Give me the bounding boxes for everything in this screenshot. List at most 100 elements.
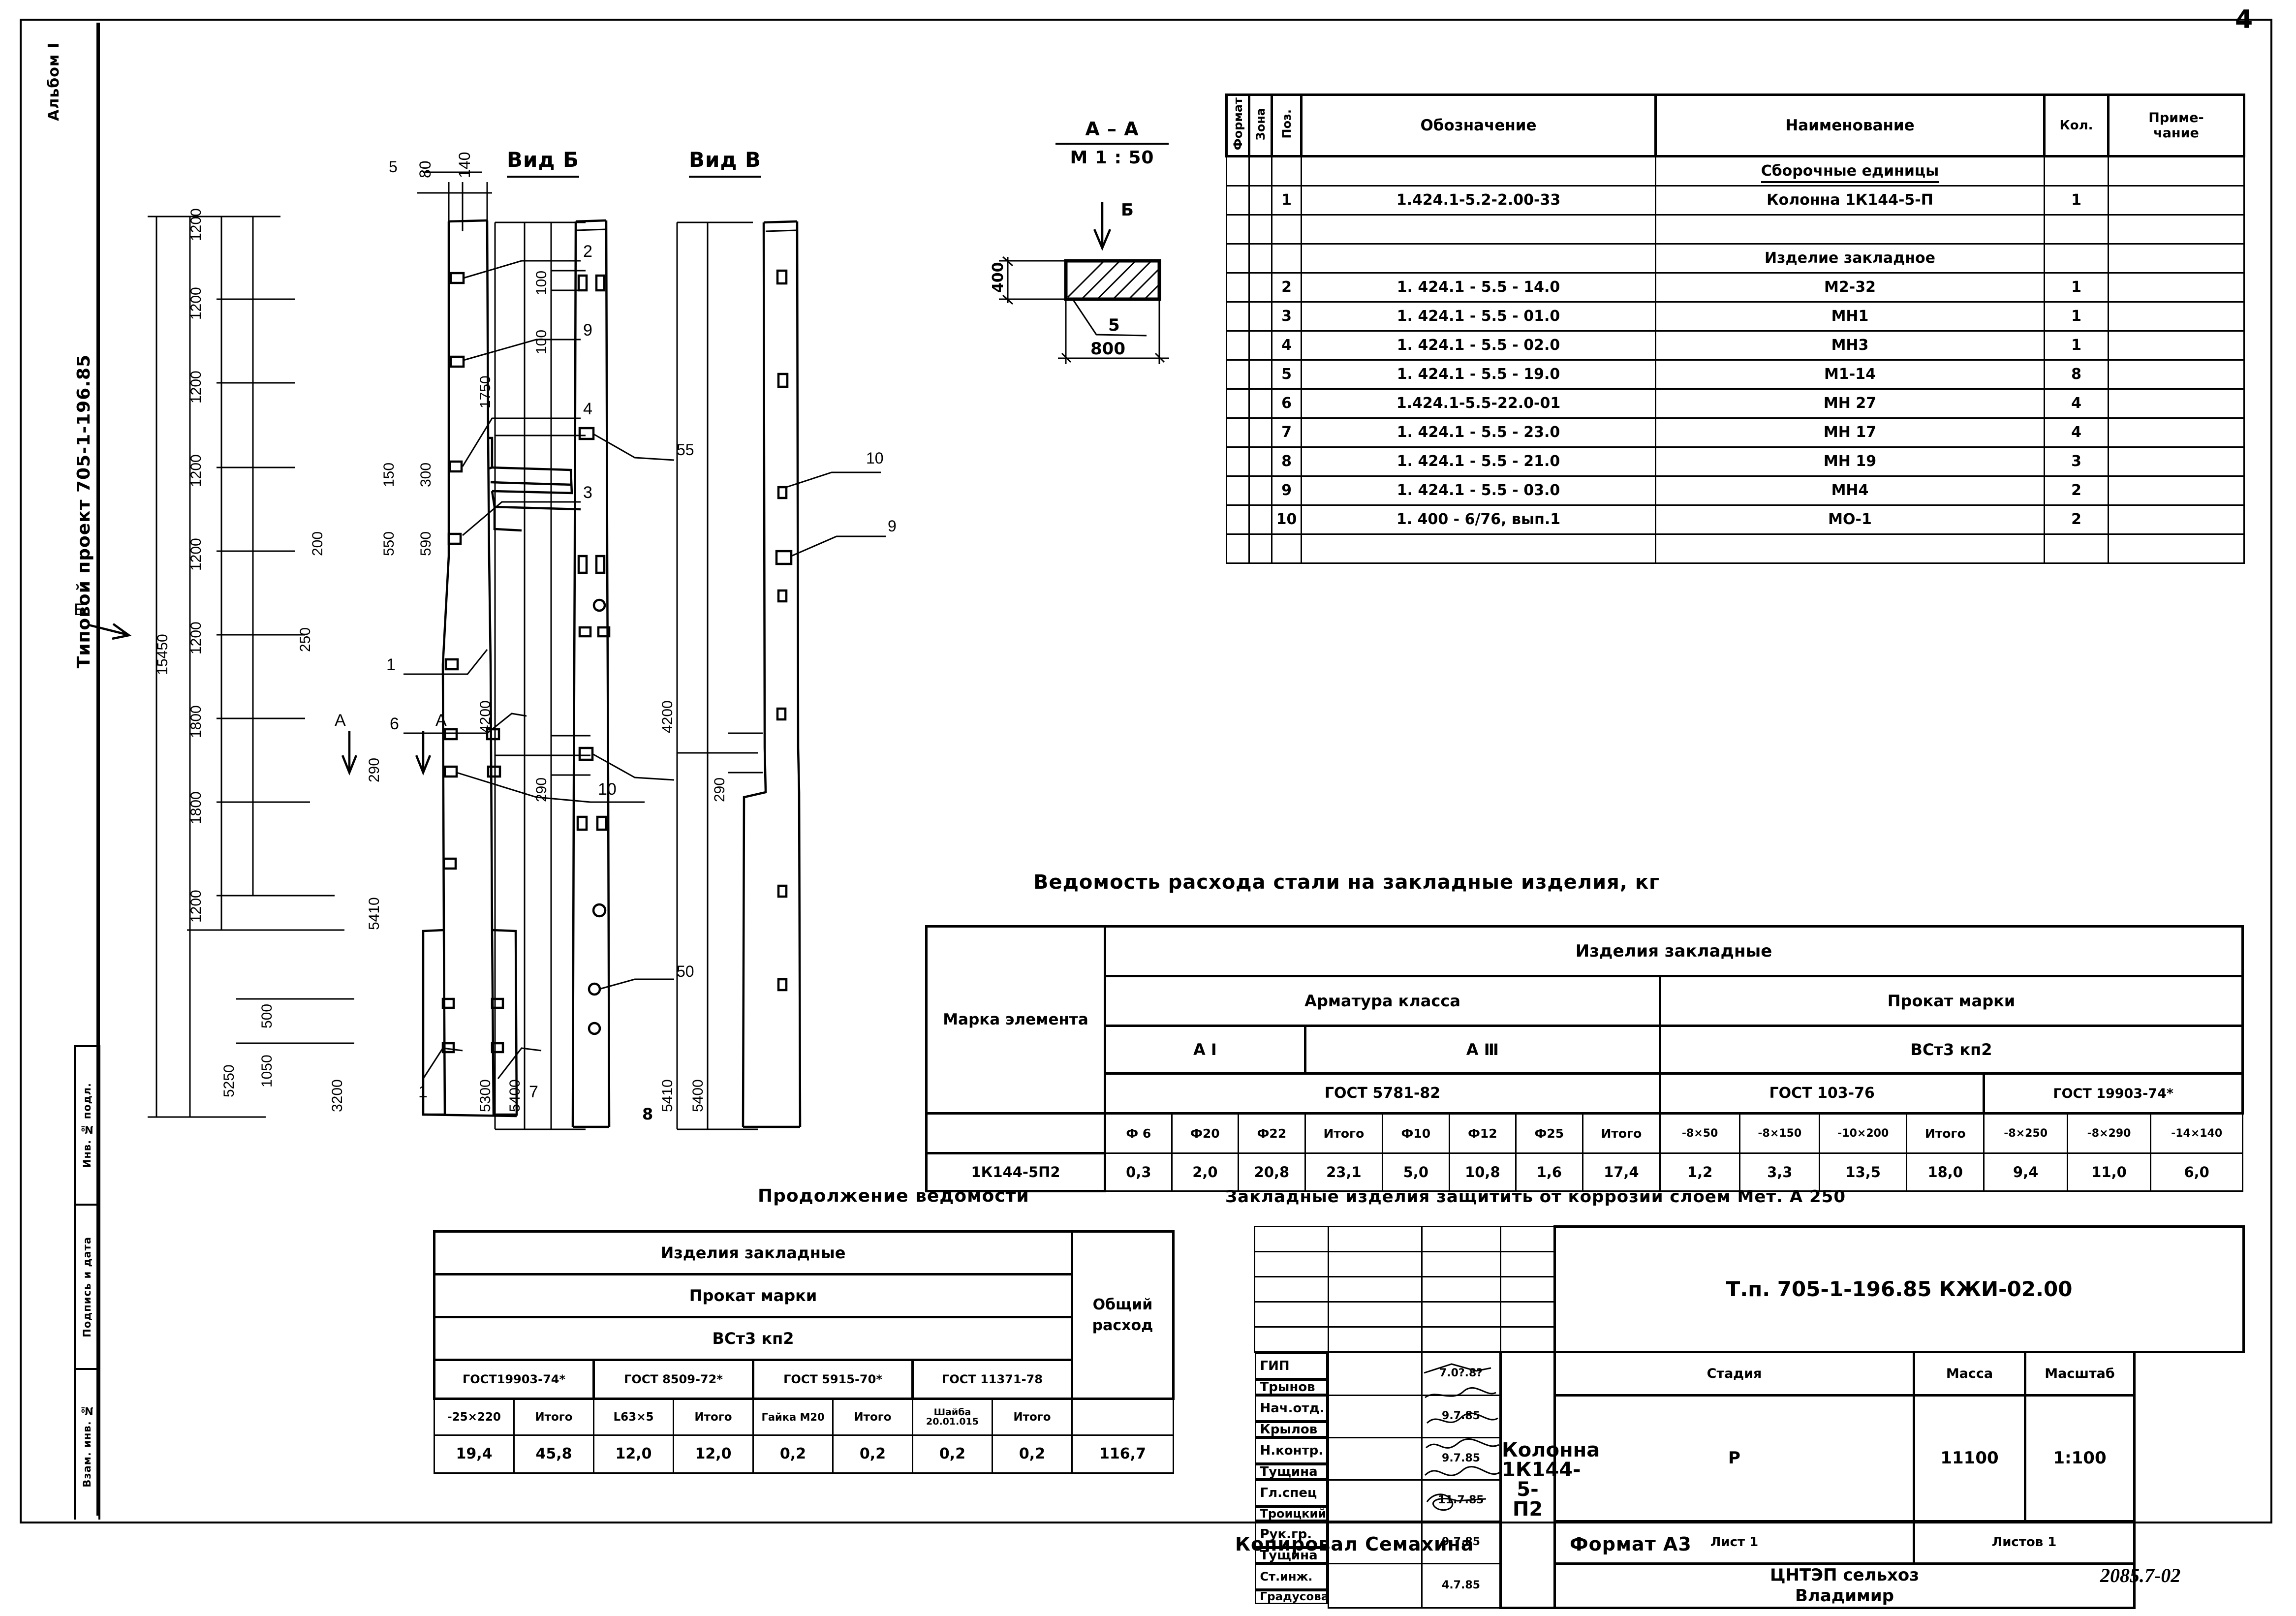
spec-cell-pos: 9 (1271, 475, 1302, 506)
svg-text:6: 6 (390, 715, 399, 733)
section-title-rule (1055, 143, 1169, 145)
tb-date-5: 4.7.85 (1421, 1562, 1501, 1609)
spec-cell-format (1226, 475, 1250, 506)
spec-group-label-2: Изделие закладное (1655, 243, 2045, 274)
svg-text:250: 250 (297, 627, 313, 652)
steel-class-row: А I А Ⅲ ВСт3 кп2 (927, 1025, 2244, 1075)
svg-text:5: 5 (389, 158, 398, 176)
svg-text:590: 590 (418, 531, 434, 556)
spec-cell-designation: 1. 424.1 - 5.5 - 02.0 (1301, 330, 1656, 361)
tb-signature-5 (1328, 1562, 1423, 1609)
cont-th-total: Общий расход (1071, 1230, 1175, 1400)
view-v-title: Вид В (689, 148, 761, 178)
section-scale: М 1 : 50 (1070, 148, 1154, 168)
spec-cell-pos: 6 (1271, 388, 1302, 419)
cont-val-6: 0,2 (912, 1434, 993, 1474)
table-row: 3 1. 424.1 - 5.5 - 01.0 МН1 1 (1226, 301, 2245, 332)
cont-th-rolled: Прокат марки (433, 1273, 1073, 1318)
svg-text:1200: 1200 (188, 890, 204, 923)
steel-val-1: 2,0 (1171, 1152, 1240, 1192)
tb-sheets-label: Листов 1 (1913, 1520, 2136, 1565)
cont-th-gost-3: ГОСТ 11371-78 (911, 1359, 1073, 1400)
steel-val-2: 20,8 (1238, 1152, 1306, 1192)
spec-cell-zone (1248, 359, 1272, 390)
tb-sign-row: Рук.гр. Тущина 9.7.85 Лист 1 Листов 1 (1254, 1520, 2244, 1565)
svg-text:9: 9 (583, 321, 592, 340)
spec-group-row-2: Изделие закладное (1226, 243, 2245, 274)
cont-col-6: Шайба 20.01.015 (912, 1398, 993, 1436)
spec-cell-zone (1248, 272, 1272, 303)
tb-scale-value: 1:100 (2024, 1394, 2136, 1523)
strip-cell-2: Взам. инв. № (81, 1404, 93, 1488)
spec-cell-name: МН 17 (1655, 417, 2045, 448)
column-view-b: 1750 4200 5300 5400 100 100 290 55 50 (477, 219, 694, 1130)
table-row: 9 1. 424.1 - 5.5 - 03.0 МН4 2 (1226, 475, 2245, 506)
corrosion-note: Закладные изделия защитить от коррозии с… (1225, 1187, 1846, 1207)
spec-cell-designation: 1. 400 - 6/76, вып.1 (1301, 504, 1656, 535)
spec-cell-zone (1248, 533, 1272, 564)
cont-val-1: 45,8 (513, 1434, 594, 1474)
cont-col-2: L63×5 (593, 1398, 674, 1436)
spec-cell-qty: 2 (2044, 504, 2109, 535)
tb-rev-cell (1254, 1276, 1329, 1303)
tb-role-3: Гл.спец (1254, 1480, 1328, 1506)
steel-val-6: 1,6 (1515, 1152, 1583, 1192)
steel-col-9: -8×150 (1739, 1113, 1821, 1154)
spec-cell-format (1226, 185, 1250, 216)
spec-cell-name: Колонна 1К144-5-П (1655, 185, 2045, 216)
tb-rev-cell (1421, 1276, 1501, 1303)
spec-th-note: Приме-чание (2107, 93, 2245, 157)
spec-cell-note (2108, 504, 2245, 535)
svg-text:290: 290 (366, 758, 382, 782)
spec-cell-pos: 1 (1271, 185, 1302, 216)
project-label: Типовой проект 705-1-196.85 (74, 354, 94, 669)
cont-col-1: Итого (513, 1398, 594, 1436)
spec-cell-note (2108, 475, 2245, 506)
steel-val-13: 11,0 (2066, 1152, 2152, 1192)
tb-rev-cell (1328, 1301, 1423, 1328)
tb-signature-4 (1328, 1520, 1423, 1564)
svg-text:500: 500 (259, 1004, 275, 1028)
svg-text:50: 50 (677, 963, 694, 980)
steel-col-8: -8×50 (1659, 1113, 1741, 1154)
cont-val-7: 0,2 (992, 1434, 1073, 1474)
steel-th-class-a1: А I (1104, 1025, 1306, 1075)
table-row: 4 1. 424.1 - 5.5 - 02.0 МН3 1 (1226, 330, 2245, 361)
cont-val-2: 12,0 (593, 1434, 674, 1474)
steel-col-14: -14×140 (2150, 1113, 2243, 1154)
steel-th-mark: Марка элемента (925, 925, 1107, 1115)
tb-name-4: Тущина (1254, 1548, 1328, 1563)
spec-cell-qty (2044, 155, 2109, 186)
spec-cell-note (2108, 301, 2245, 332)
tb-role-5: Ст.инж. (1254, 1563, 1328, 1590)
spec-cell-zone (1248, 446, 1272, 477)
svg-text:150: 150 (381, 463, 397, 487)
tb-role-2: Н.контр. (1254, 1437, 1328, 1464)
table-row: 1 1.424.1-5.2-2.00-33 Колонна 1К144-5-П … (1226, 185, 2245, 216)
tb-rev-cell (1500, 1226, 1555, 1252)
cont-th-grade: ВСт3 кп2 (433, 1316, 1073, 1361)
spec-cell-designation: 1. 424.1 - 5.5 - 21.0 (1301, 446, 1656, 477)
table-row: 2 1. 424.1 - 5.5 - 14.0 М2-32 1 (1226, 272, 2245, 303)
spec-cell-zone (1248, 388, 1272, 419)
spec-cell-format (1226, 243, 1250, 274)
cont-val-0: 19,4 (434, 1434, 515, 1474)
table-row: 19,4 45,8 12,0 12,0 0,2 0,2 0,2 0,2 116,… (434, 1434, 1174, 1474)
steel-val-7: 17,4 (1582, 1152, 1661, 1192)
cont-group-row: Изделия закладные Общий расход (433, 1230, 1175, 1400)
spec-cell-format (1226, 446, 1250, 477)
steel-th-group-all: Изделия закладные (1104, 925, 2244, 977)
svg-text:200: 200 (310, 531, 326, 556)
spec-cell-zone (1248, 185, 1272, 216)
spec-th-format: Формат (1225, 93, 1250, 157)
svg-text:5410: 5410 (366, 897, 382, 930)
spec-cell-zone (1248, 417, 1272, 448)
view-mark-8: 8 (642, 1105, 654, 1123)
sheet-inner-border (96, 23, 2265, 1516)
steel-group-row: Марка элемента Изделия закладные (925, 925, 2244, 1115)
steel-th-gost-19903: ГОСТ 19903-74* (1983, 1072, 2244, 1115)
tb-rev-row (1254, 1301, 2244, 1328)
spec-blank-row (1226, 214, 2245, 245)
spec-cell-designation: 1. 424.1 - 5.5 - 03.0 (1301, 475, 1656, 506)
